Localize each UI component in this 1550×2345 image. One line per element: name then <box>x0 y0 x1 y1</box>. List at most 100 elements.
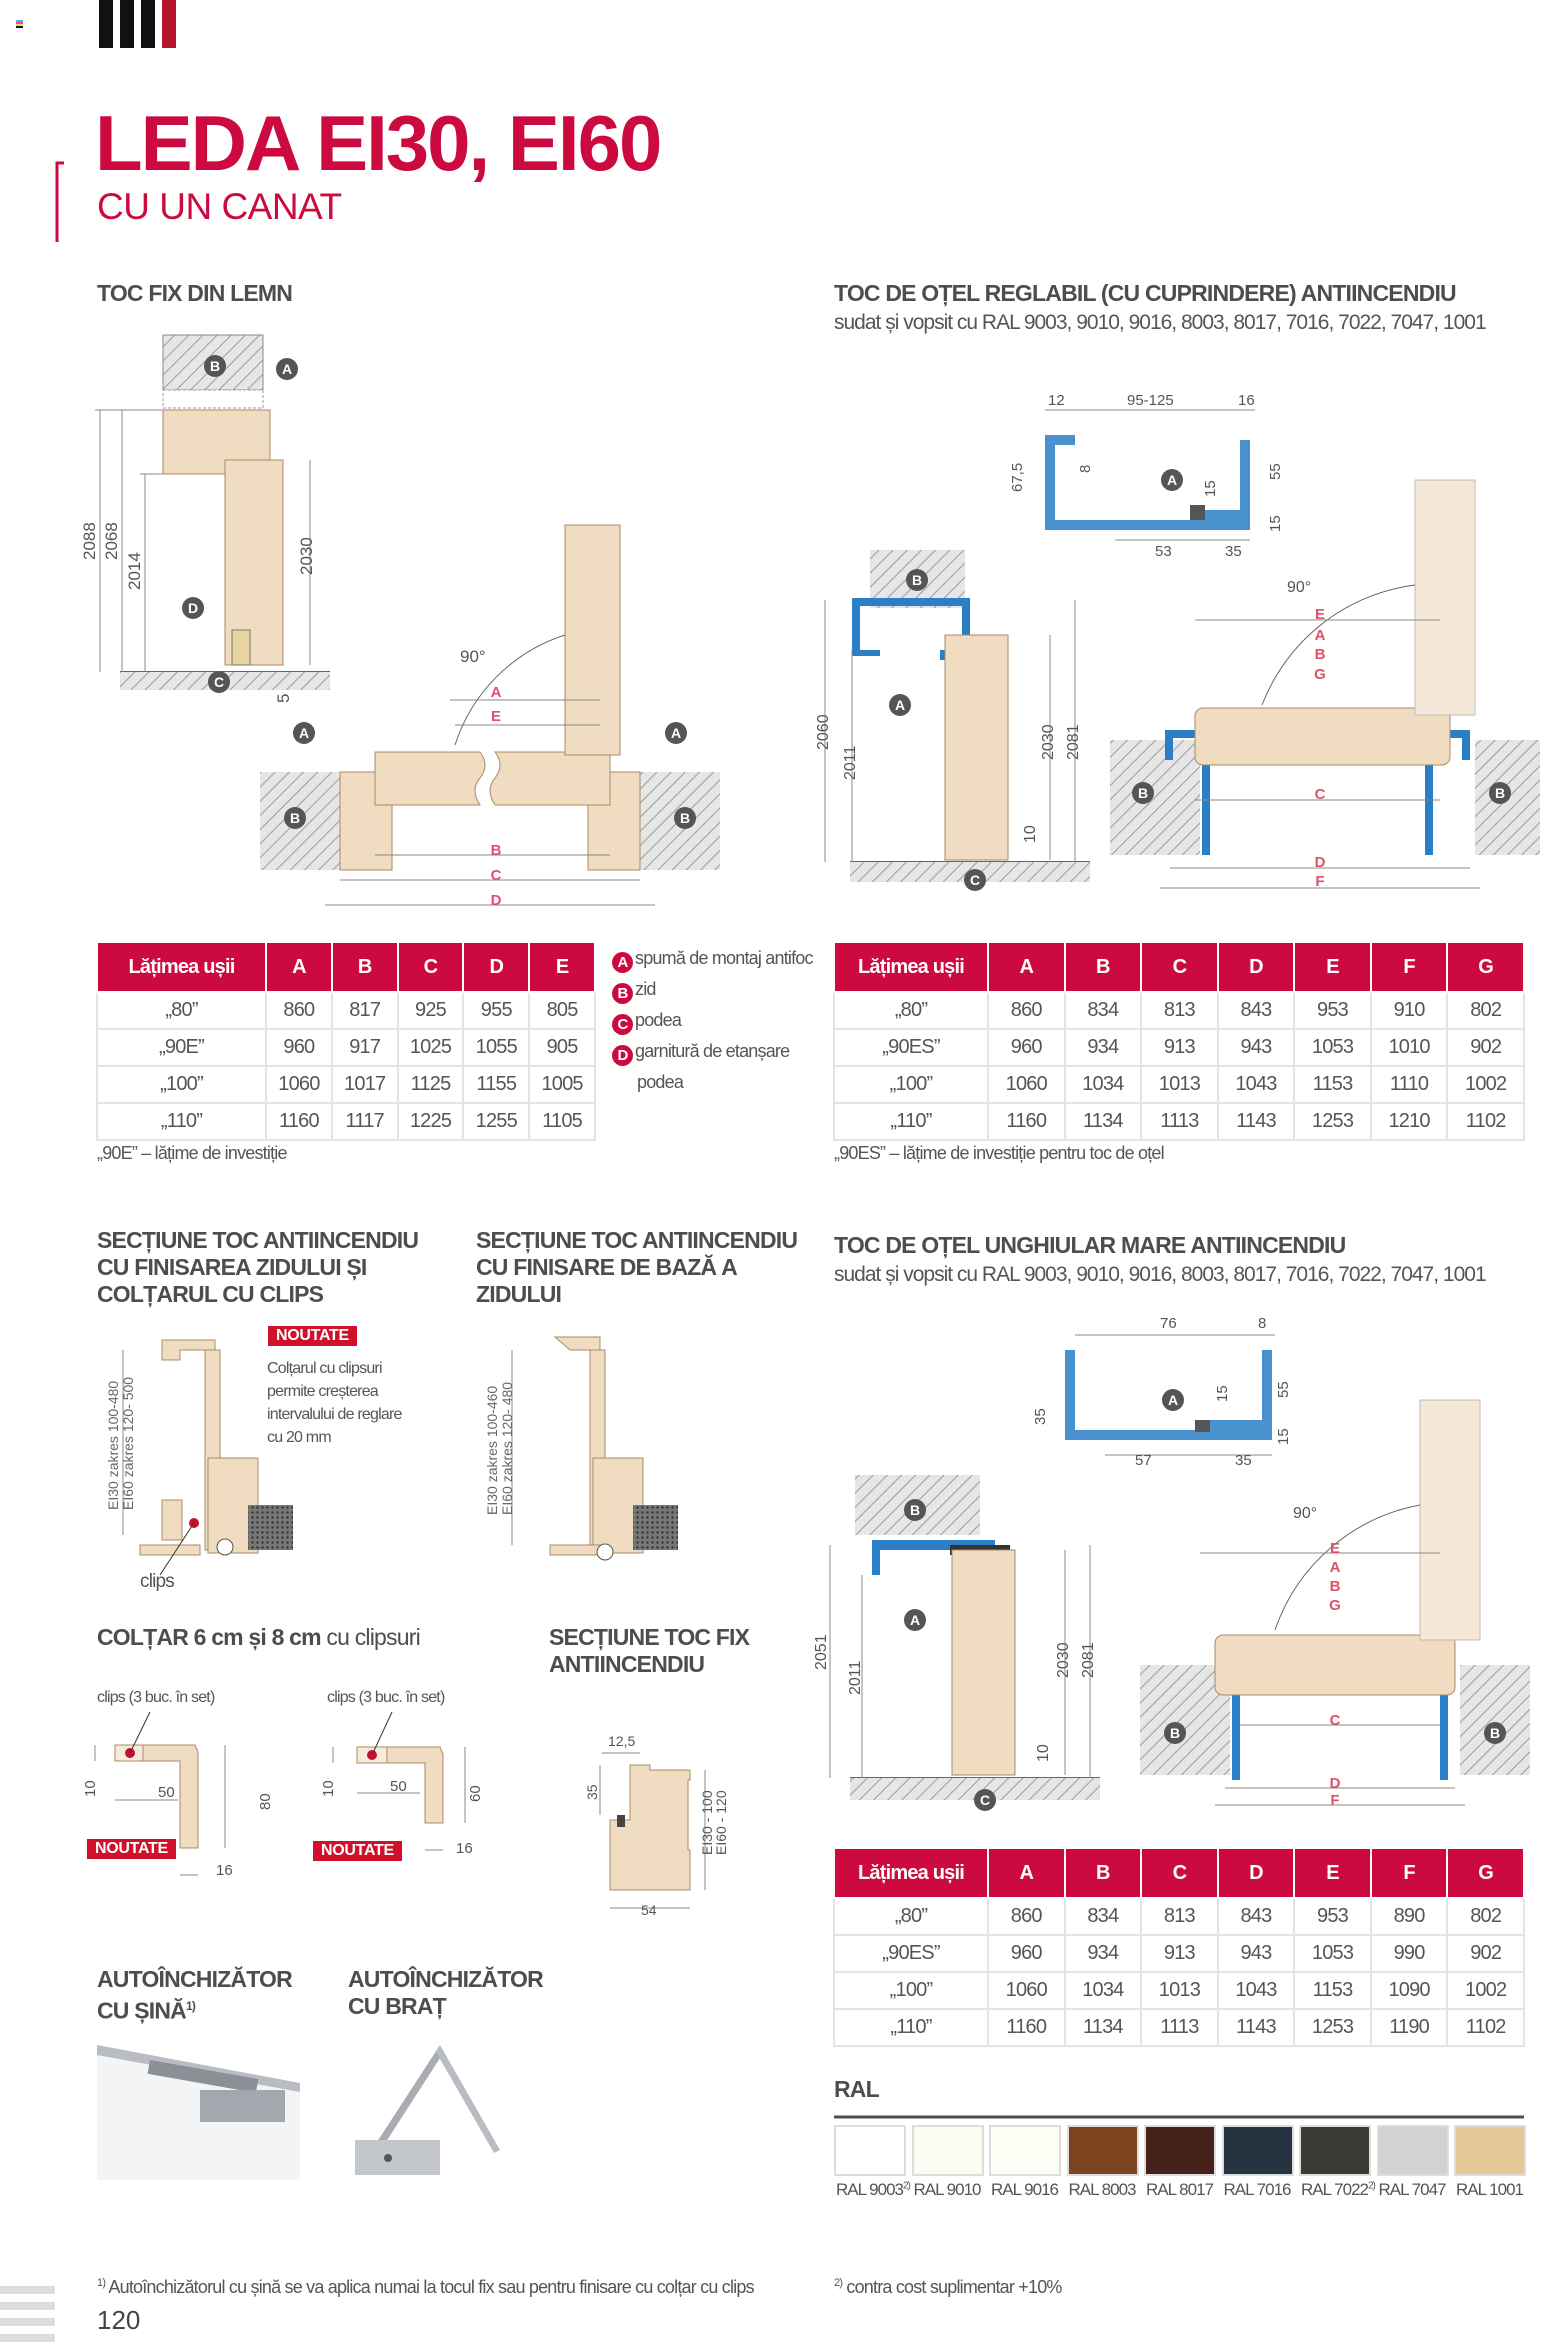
range-label: EI30 zakres 100-480 <box>105 1381 121 1510</box>
toc-reglabil-title: TOC DE OȚEL REGLABIL (CU CUPRINDERE) ANT… <box>834 280 1457 306</box>
dimension-letter: D <box>1330 1775 1341 1792</box>
ral-swatch <box>911 2125 984 2176</box>
footnote-mark: 2) <box>902 2180 911 2192</box>
title-line: SECȚIUNE TOC ANTIINCENDIU <box>476 1227 798 1253</box>
table-cell: 1117 <box>330 1102 399 1141</box>
coltar-8cm-diagram: 10 50 60 16 <box>320 1711 484 1857</box>
title-line: AUTOÎNCHIZĂTOR <box>348 1966 544 1992</box>
column-header: B <box>1063 941 1143 993</box>
marker-label: C <box>970 872 980 888</box>
table-cell: „100” <box>833 1971 989 2010</box>
table-cell: 990 <box>1369 1934 1449 1973</box>
page-subtitle: CU UN CANAT <box>97 186 342 227</box>
marker-label: B <box>210 358 220 374</box>
dimension-label: 8 <box>1258 1315 1266 1332</box>
ral-label-text: RAL 7016 <box>1223 2180 1292 2199</box>
table-cell: 1060 <box>987 1971 1066 2010</box>
dimension-letter: C <box>491 867 502 884</box>
table-cell: 1110 <box>1369 1065 1449 1104</box>
table-cell: 1034 <box>1063 1065 1143 1104</box>
table-cell: 834 <box>1063 1897 1143 1936</box>
table-toc-fix-note: „90E” – lățime de investiție <box>97 1143 288 1163</box>
table-cell: 953 <box>1293 991 1372 1030</box>
title-line: CU BRAȚ <box>348 1993 447 2019</box>
ral-label-text: RAL 9016 <box>991 2180 1059 2199</box>
table-cell: 834 <box>1063 991 1143 1030</box>
table-cell: 805 <box>528 991 596 1030</box>
table-cell: 917 <box>330 1028 399 1067</box>
dimension-label: 2088 <box>80 522 99 560</box>
table-cell: 913 <box>1140 1028 1219 1067</box>
noutate-badge: NOUTATE <box>268 1326 357 1346</box>
dimension-letter: F <box>1330 1792 1339 1809</box>
table-cell: 1105 <box>528 1102 596 1141</box>
dimension-label: 15 <box>1202 480 1219 497</box>
table-cell: 1113 <box>1140 1102 1219 1141</box>
marker-label: A <box>1167 472 1177 488</box>
dimension-label: 67,5 <box>1009 463 1026 492</box>
dimension-letter: A <box>491 684 502 701</box>
angle-label: 90° <box>1293 1505 1317 1522</box>
table-cell: 1060 <box>265 1065 333 1104</box>
dimension-label: 35 <box>1032 1408 1049 1425</box>
table-cell: „80” <box>96 991 267 1030</box>
column-header: B <box>330 941 399 993</box>
dimension-letter: B <box>1315 646 1326 663</box>
dimension-label: 55 <box>1267 463 1284 480</box>
legend-item: podea <box>612 1067 813 1098</box>
title-line: ZIDULUI <box>476 1281 562 1307</box>
logo <box>16 0 176 48</box>
title-line: SECȚIUNE TOC FIX <box>549 1624 750 1650</box>
table-cell: 1160 <box>987 1102 1066 1141</box>
dimension-label: 2014 <box>125 552 144 590</box>
table-cell: 905 <box>528 1028 596 1067</box>
marker-label: B <box>1138 785 1148 801</box>
legend-text: spumă de montaj antifoc <box>635 948 814 968</box>
table-cell: 913 <box>1140 1934 1219 1973</box>
column-header: E <box>1293 1847 1372 1899</box>
legend-text: garnitură de etanșare <box>635 1041 790 1061</box>
dimension-label: 35 <box>1225 543 1242 560</box>
page-number: 120 <box>97 2305 141 2335</box>
marker-label: B <box>1495 785 1505 801</box>
coltar-clips-description: Colțarul cu clipsuri permite creșterea i… <box>267 1357 402 1449</box>
range-label: EI30 zakres 100-460 <box>484 1386 500 1515</box>
dimension-label: 2081 <box>1065 724 1082 760</box>
autoinchizator-brat-title: AUTOÎNCHIZĂTOR CU BRAȚ <box>348 1966 544 2020</box>
ral-swatch <box>1066 2125 1139 2176</box>
table-cell: „90E” <box>96 1028 267 1067</box>
table-cell: 910 <box>1369 991 1449 1030</box>
marker-label: B <box>1170 1725 1180 1741</box>
dimension-label: 35 <box>1235 1452 1252 1469</box>
table-cell: 960 <box>987 1028 1066 1067</box>
dimension-label: 35 <box>584 1784 600 1800</box>
table-cell: 934 <box>1063 1934 1143 1973</box>
range-label: EI60 zakres 120- 500 <box>120 1377 136 1510</box>
table-cell: 1113 <box>1140 2008 1219 2047</box>
table-cell: 953 <box>1293 1897 1372 1936</box>
table-cell: 902 <box>1446 1934 1525 1973</box>
dimension-letter: A <box>1315 627 1326 644</box>
footnote-2: 2) contra cost suplimentar +10% <box>834 2277 1062 2298</box>
dimension-label: 2030 <box>1055 1642 1072 1678</box>
legend-marker: B <box>612 983 633 1004</box>
column-header: E <box>1293 941 1372 993</box>
footnote-mark: 2) <box>1367 2180 1376 2192</box>
ral-label: RAL 8003 <box>1069 2180 1137 2200</box>
table-cell: 1034 <box>1063 1971 1143 2010</box>
ral-label: RAL 1001 <box>1456 2180 1524 2200</box>
marker-label: A <box>671 725 681 741</box>
table-cell: 1055 <box>462 1028 531 1067</box>
range-label: EI60 - 120 <box>713 1790 729 1855</box>
description-line: cu 20 mm <box>267 1429 332 1446</box>
